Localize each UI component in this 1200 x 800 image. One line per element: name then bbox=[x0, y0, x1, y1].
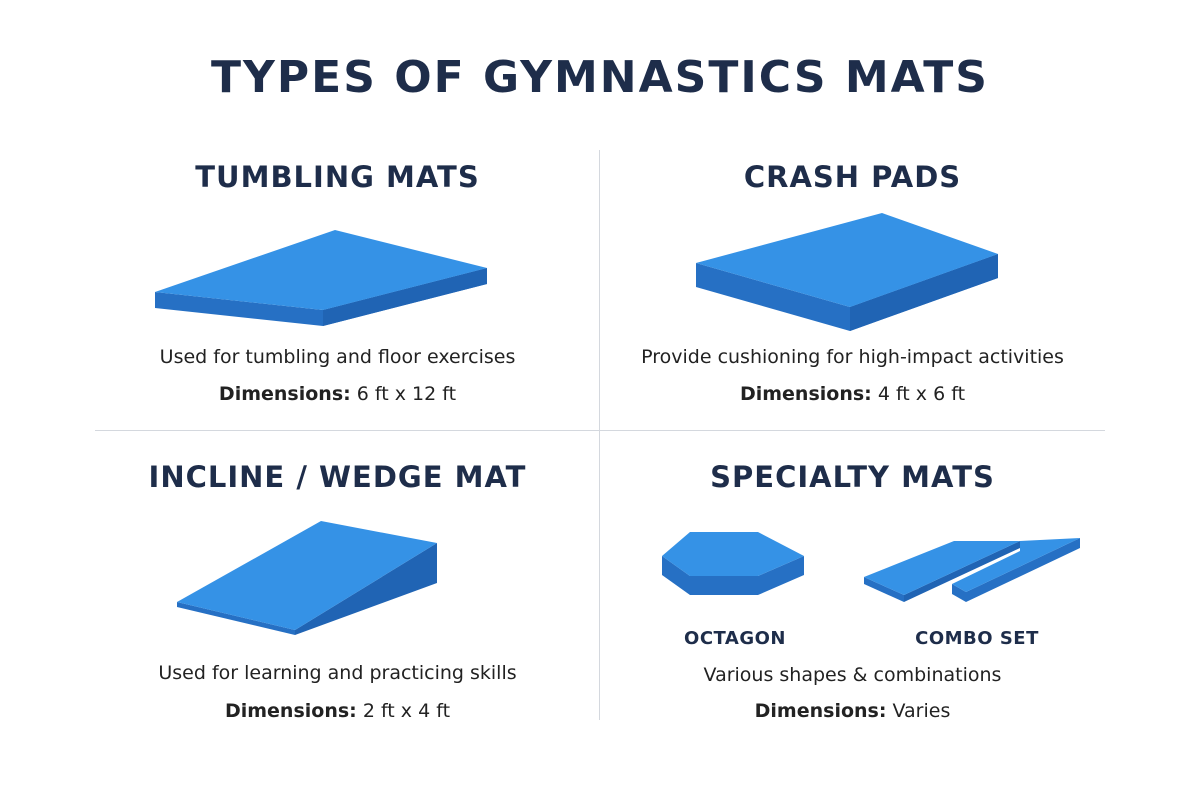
crash-pad-illustration bbox=[696, 213, 998, 331]
section-title: SPECIALTY MATS bbox=[710, 460, 995, 494]
dimensions-value: Varies bbox=[892, 700, 951, 722]
section-tumbling-mats: TUMBLING MATS Used for tumbling and floo… bbox=[85, 150, 590, 440]
octagon-label: OCTAGON bbox=[684, 628, 786, 649]
specialty-mats-illustration bbox=[662, 532, 1080, 602]
section-title: INCLINE / WEDGE MAT bbox=[148, 460, 527, 494]
tumbling-mat-illustration bbox=[155, 230, 487, 326]
section-dimensions: Dimensions: Varies bbox=[600, 700, 1105, 722]
dimensions-label: Dimensions: bbox=[218, 383, 351, 405]
dimensions-label: Dimensions: bbox=[739, 383, 872, 405]
section-description: Used for learning and practicing skills bbox=[158, 662, 517, 684]
section-title: CRASH PADS bbox=[743, 160, 962, 194]
section-specialty-mats: SPECIALTY MATS OCTAGON COMBO SET Various… bbox=[600, 450, 1105, 740]
section-description: Various shapes & combinations bbox=[703, 664, 1002, 686]
horizontal-divider bbox=[95, 430, 1105, 431]
dimensions-value: 2 ft x 4 ft bbox=[362, 700, 451, 722]
dimensions-label: Dimensions: bbox=[754, 700, 887, 722]
dimensions-value: 6 ft x 12 ft bbox=[356, 383, 457, 405]
section-crash-pads: CRASH PADS Provide cushioning for high-i… bbox=[600, 150, 1105, 440]
section-description: Used for tumbling and floor exercises bbox=[159, 346, 516, 368]
dimensions-label: Dimensions: bbox=[224, 700, 357, 722]
dimensions-value: 4 ft x 6 ft bbox=[877, 383, 966, 405]
wedge-mat-illustration bbox=[177, 521, 437, 635]
section-description: Provide cushioning for high-impact activ… bbox=[641, 346, 1064, 368]
octagon-mat bbox=[662, 532, 804, 595]
section-dimensions: Dimensions: 2 ft x 4 ft bbox=[85, 700, 590, 722]
section-title: TUMBLING MATS bbox=[195, 160, 480, 194]
vertical-divider bbox=[599, 150, 600, 720]
combo-set-label: COMBO SET bbox=[915, 628, 1039, 649]
page-title: TYPES OF GYMNASTICS MATS bbox=[211, 52, 989, 103]
section-dimensions: Dimensions: 4 ft x 6 ft bbox=[600, 383, 1105, 405]
combo-set-mat bbox=[864, 538, 1080, 602]
section-dimensions: Dimensions: 6 ft x 12 ft bbox=[85, 383, 590, 405]
section-incline-wedge-mat: INCLINE / WEDGE MAT Used for learning an… bbox=[85, 450, 590, 740]
